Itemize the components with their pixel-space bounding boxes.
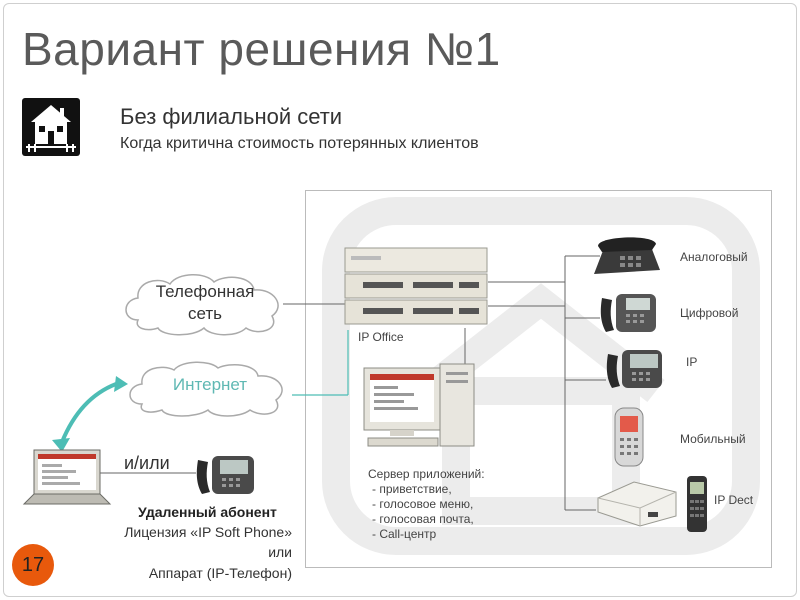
application-server: [363, 363, 475, 447]
remote-ip-phone-icon: [196, 456, 254, 494]
server-capabilities: Сервер приложений: - приветствие, - голо…: [368, 467, 485, 542]
internet-cloud: [129, 361, 283, 417]
laptop-icon: [22, 449, 112, 505]
digital-phone-label: Цифровой: [680, 306, 739, 320]
or-label: и/или: [124, 453, 170, 473]
server-item: - Call-центр: [372, 527, 437, 541]
ip-phone-label: IP: [686, 355, 698, 369]
remote-internet-arrow: [60, 382, 117, 443]
remote-title: Удаленный абонент: [138, 504, 277, 520]
analog-phone-icon: [594, 237, 660, 274]
digital-phone-icon: [600, 294, 656, 332]
dect-label: IP Dect: [714, 493, 754, 507]
slide-frame: [3, 3, 797, 597]
remote-or-line: или: [268, 544, 292, 560]
mobile-phone-icon: [614, 407, 644, 467]
subtitle: Без филиальной сети: [120, 104, 343, 129]
dect-handset-icon: [687, 476, 707, 532]
phone-network-label-line1: Телефонная: [155, 282, 255, 301]
remote-license-line: Лицензия «IP Soft Phone»: [124, 524, 292, 540]
server-item: - голосовая почта,: [372, 512, 474, 526]
server-item: - голосовое меню,: [372, 497, 474, 511]
phone-network-cloud: [125, 274, 279, 336]
phone-network-label: Телефонная сеть: [145, 281, 265, 325]
dect-base-station-icon: [597, 481, 677, 527]
ip-office-label: IP Office: [358, 330, 404, 344]
house-icon: [22, 98, 80, 156]
page-number-badge: 17: [12, 544, 54, 586]
mobile-phone-label: Мобильный: [680, 432, 746, 446]
server-item: - приветствие,: [372, 482, 452, 496]
subtitle-secondary: Когда критична стоимость потерянных клие…: [120, 135, 479, 152]
ip-office-device: [344, 247, 488, 325]
analog-phone-label: Аналоговый: [680, 250, 748, 264]
server-title: Сервер приложений:: [368, 467, 485, 481]
phone-network-label-line2: сеть: [187, 304, 223, 323]
internet-label: Интернет: [172, 375, 248, 394]
remote-device-line: Аппарат (IP-Телефон): [148, 565, 292, 581]
ip-phone-icon: [606, 350, 662, 388]
slide-title: Вариант решения №1: [22, 23, 501, 75]
